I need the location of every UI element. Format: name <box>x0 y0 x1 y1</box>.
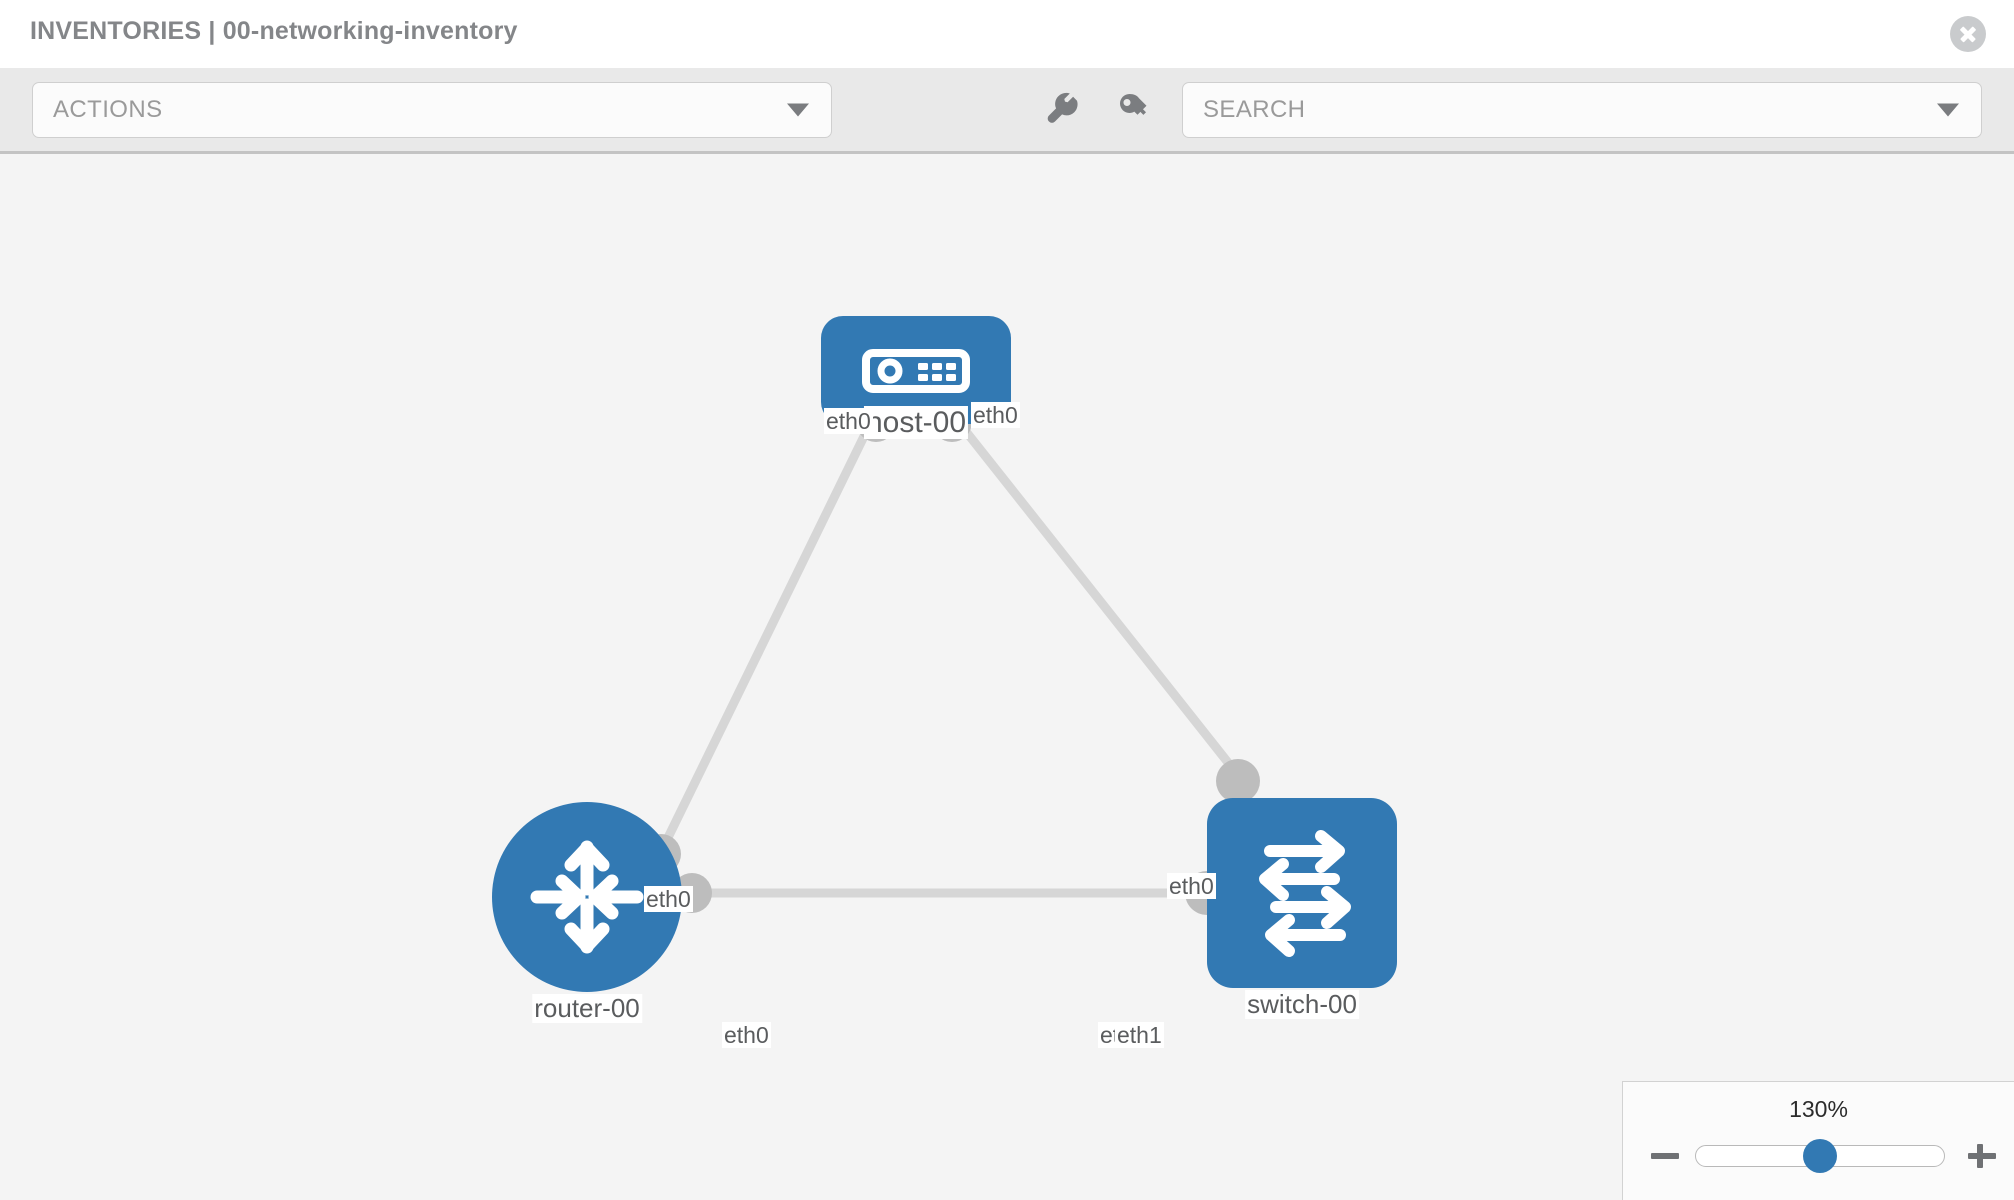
zoom-slider-row <box>1623 1136 2014 1176</box>
chevron-down-icon <box>787 103 809 117</box>
topology-node-host-00[interactable]: host-00 <box>821 316 1011 516</box>
zoom-level-value: 130% <box>1789 1096 1848 1122</box>
topology-canvas[interactable]: host-00 router- <box>0 154 2014 1200</box>
zoom-slider-thumb[interactable] <box>1803 1139 1837 1173</box>
page-header: INVENTORIES | 00-networking-inventory <box>0 0 2014 68</box>
page-title: INVENTORIES | 00-networking-inventory <box>30 17 518 45</box>
topology-node-router-00[interactable]: router-00 <box>492 802 682 1032</box>
topology-node-switch-00[interactable]: switch-00 <box>1207 798 1397 1028</box>
search-placeholder: SEARCH <box>1203 96 1306 123</box>
key-icon[interactable] <box>1114 90 1154 130</box>
zoom-control-panel: 130% <box>1622 1081 2014 1200</box>
toolbar: ACTIONS SEARCH <box>0 68 2014 154</box>
topology-links <box>655 421 1249 898</box>
zoom-slider[interactable] <box>1695 1139 1945 1173</box>
iface-label-host-left: eth0 <box>824 408 873 435</box>
switch-arrows-icon <box>1259 830 1351 957</box>
server-icon <box>862 349 970 393</box>
chevron-down-icon <box>1937 103 1959 117</box>
search-input[interactable]: SEARCH <box>1182 82 1982 138</box>
host-node-label: host-00 <box>863 406 969 439</box>
actions-dropdown[interactable]: ACTIONS <box>32 82 832 138</box>
link-host-router[interactable] <box>655 422 875 856</box>
link-host-switch[interactable] <box>956 421 1249 787</box>
iface-label-switch-left: eth1 <box>1115 1022 1164 1049</box>
topology-graph <box>641 402 1260 915</box>
iface-label-host-right: eth0 <box>971 402 1020 429</box>
port-switch-up[interactable] <box>1216 759 1260 803</box>
router-arrows-icon <box>530 840 644 954</box>
switch-node-shape <box>1207 798 1397 988</box>
close-icon[interactable] <box>1950 16 1986 52</box>
wrench-icon[interactable] <box>1044 90 1084 130</box>
actions-dropdown-label: ACTIONS <box>53 96 163 123</box>
switch-node-label: switch-00 <box>1245 989 1359 1019</box>
zoom-in-button[interactable] <box>1966 1140 1998 1172</box>
router-node-label: router-00 <box>532 993 642 1023</box>
iface-label-switch-up: eth0 <box>1167 873 1216 900</box>
iface-label-router-up: eth0 <box>644 886 693 913</box>
zoom-out-button[interactable] <box>1649 1140 1681 1172</box>
iface-label-router-right: eth0 <box>722 1022 771 1049</box>
